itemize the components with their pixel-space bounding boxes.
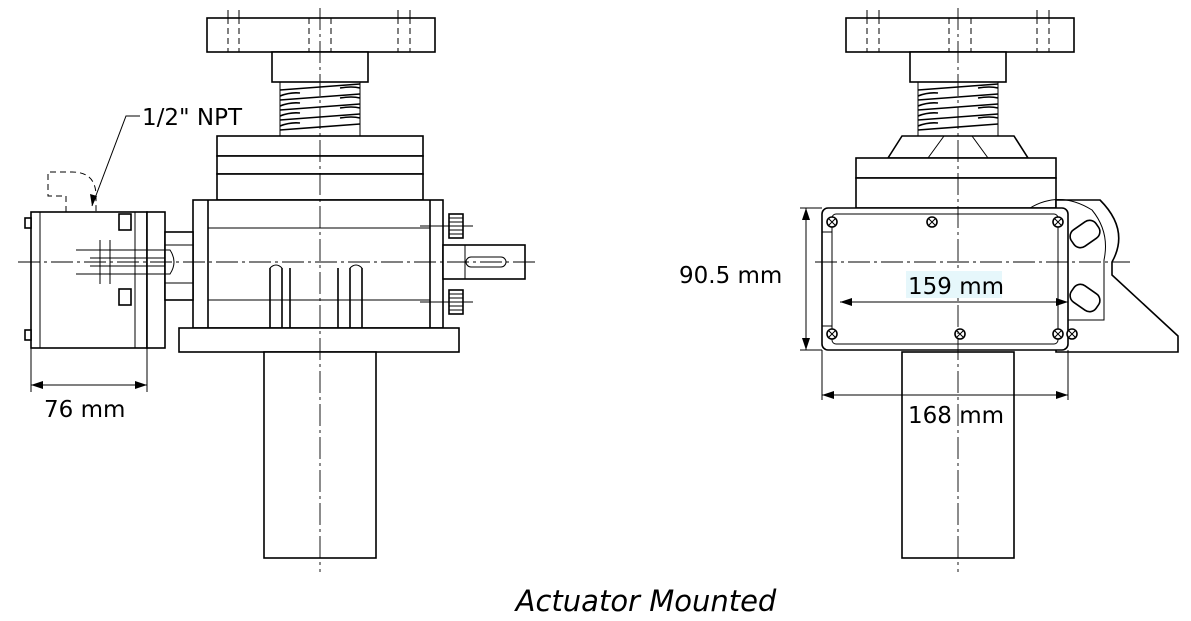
npt-label: 1/2" NPT bbox=[142, 105, 243, 131]
npt-fitting-outline bbox=[47, 171, 97, 212]
left-base-plate bbox=[178, 327, 460, 353]
drawing-caption: Actuator Mounted bbox=[514, 584, 777, 618]
right-bracket-bolts bbox=[1069, 219, 1101, 313]
left-gearbox bbox=[192, 199, 444, 329]
motor-length-label: 76 mm bbox=[44, 397, 125, 423]
right-upper-cap bbox=[855, 157, 1057, 179]
inner-width-label: 159 mm bbox=[908, 274, 1004, 300]
right-view bbox=[800, 8, 1179, 572]
height-label: 90.5 mm bbox=[679, 263, 782, 289]
left-motor bbox=[24, 211, 194, 349]
right-top-plate bbox=[845, 17, 1075, 53]
left-top-plate bbox=[206, 17, 436, 53]
right-screws bbox=[826, 216, 1078, 340]
inner-width-highlight bbox=[906, 271, 1002, 298]
outer-width-label: 168 mm bbox=[908, 403, 1004, 429]
left-view bbox=[18, 8, 538, 572]
npt-leader bbox=[91, 115, 140, 207]
